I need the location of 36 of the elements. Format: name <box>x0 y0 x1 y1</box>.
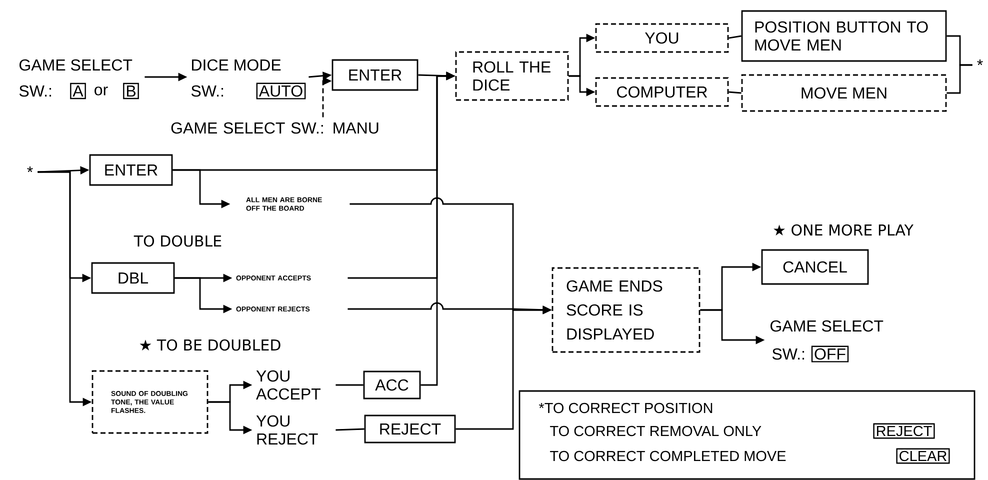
note-text: TO CORRECT COMPLETED MOVE <box>550 450 786 462</box>
flow-text: YOU REJECT <box>256 415 318 445</box>
flow-text: or <box>94 86 108 96</box>
section-heading: ★ ONE MORE PLAY <box>774 224 914 236</box>
key-box: B <box>123 82 139 100</box>
dashed-box: ROLL THE DICE <box>455 51 569 101</box>
flow-text: DICE MODE <box>192 59 281 71</box>
flow-text: GAME SELECT <box>20 59 132 71</box>
dashed-box: MOVE MEN <box>741 74 947 112</box>
process-box: ACC <box>363 370 421 400</box>
key-box: CLEAR <box>896 448 950 464</box>
process-box: CANCEL <box>761 249 869 285</box>
section-heading: TO DOUBLE <box>134 235 222 247</box>
process-box: ENTER <box>332 59 418 91</box>
key-box: OFF <box>811 346 849 362</box>
dashed-box: GAME ENDS SCORE IS DISPLAYED <box>552 267 700 353</box>
process-box: POSITION BUTTON TO MOVE MEN <box>741 10 947 62</box>
flow-text: GAME SELECT <box>770 320 884 332</box>
process-box: DBL <box>91 262 175 294</box>
note-text: *TO CORRECT POSITION <box>538 402 712 414</box>
continuation-mark: * <box>27 166 33 172</box>
flow-text: YOU ACCEPT <box>256 370 321 400</box>
process-box: ENTER <box>89 154 173 186</box>
process-box: REJECT <box>364 414 456 444</box>
key-box: A <box>70 82 86 100</box>
section-heading: ★ TO BE DOUBLED <box>140 339 280 351</box>
flow-text: GAME SELECT SW.: MANU <box>171 122 378 134</box>
dashed-box: COMPUTER <box>595 77 729 107</box>
continuation-mark: * <box>977 60 983 66</box>
flow-text: SW.: <box>772 348 804 360</box>
key-box: AUTO <box>256 82 306 100</box>
key-box: REJECT <box>873 423 935 439</box>
flow-text: SW.: <box>191 85 224 97</box>
dashed-box: YOU <box>595 23 729 53</box>
note-text: TO CORRECT REMOVAL ONLY <box>550 426 762 436</box>
flow-text: SW.: <box>19 85 52 97</box>
